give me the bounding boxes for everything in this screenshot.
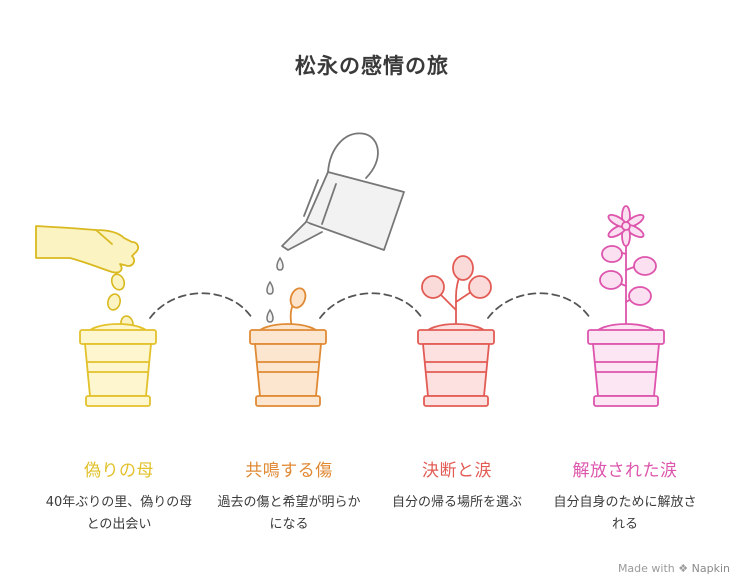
footer-credit: Made with ❖ Napkin	[618, 562, 730, 575]
dashed-connectors	[149, 292, 591, 319]
napkin-logo-icon: ❖	[678, 562, 689, 575]
water-drop-icons	[266, 256, 284, 323]
pot-4	[587, 323, 665, 407]
stage-1-title: 偽りの母	[84, 461, 154, 481]
footer-made-with: Made with	[617, 562, 675, 575]
stage-1-desc: 40年ぶりの里、偽りの母との出会い	[45, 495, 193, 532]
stage-3-desc: 自分の帰る場所を選ぶ	[391, 495, 522, 510]
pot-1	[79, 323, 157, 407]
stage-3-title: 決断と涙	[422, 461, 492, 481]
pot-2	[249, 323, 327, 407]
stage-4-title: 解放された涙	[572, 461, 678, 481]
watering-can-icon	[281, 132, 405, 251]
stage-2-title: 共鳴する傷	[245, 461, 333, 481]
pot-3	[417, 323, 495, 407]
sprout-icon	[289, 287, 307, 329]
stage-2-desc: 過去の傷と希望が明らかになる	[217, 495, 361, 532]
page-title: 松永の感情の旅	[295, 54, 449, 78]
seedling-icon	[421, 255, 492, 329]
footer-brand: Napkin	[691, 562, 730, 575]
stage-4-desc: 自分自身のために解放される	[553, 495, 697, 532]
pots	[79, 323, 665, 407]
hand-icon	[35, 225, 139, 274]
flower-plant-icon	[599, 205, 657, 329]
